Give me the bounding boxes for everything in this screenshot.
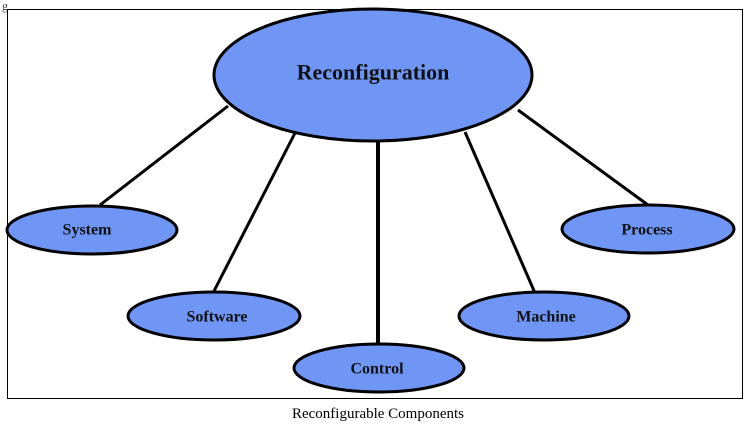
- node-reconfiguration-shape: [212, 7, 534, 143]
- connector-software: [211, 132, 297, 294]
- node-system: System: [5, 204, 179, 256]
- node-reconfiguration-label: Reconfiguration: [297, 60, 450, 85]
- connector-machine: [463, 131, 537, 294]
- node-software-shape: [126, 290, 302, 342]
- node-process-shape: [560, 203, 736, 255]
- connector-system: [99, 104, 229, 207]
- node-system-label: System: [63, 222, 113, 239]
- node-machine: Machine: [457, 290, 631, 342]
- node-control-label: Control: [350, 361, 404, 378]
- corner-mark: g: [2, 0, 8, 13]
- diagram-caption: Reconfigurable Components: [291, 406, 465, 422]
- node-process: Process: [560, 203, 736, 255]
- node-control: Control: [292, 342, 466, 394]
- node-reconfiguration: Reconfiguration: [212, 7, 534, 143]
- node-software-label: Software: [186, 309, 247, 326]
- node-software: Software: [126, 290, 302, 342]
- node-machine-label: Machine: [516, 309, 576, 326]
- node-machine-shape: [457, 290, 631, 342]
- node-process-label: Process: [621, 222, 672, 239]
- connector-process: [517, 108, 649, 207]
- node-system-shape: [5, 204, 179, 256]
- node-control-shape: [292, 342, 466, 394]
